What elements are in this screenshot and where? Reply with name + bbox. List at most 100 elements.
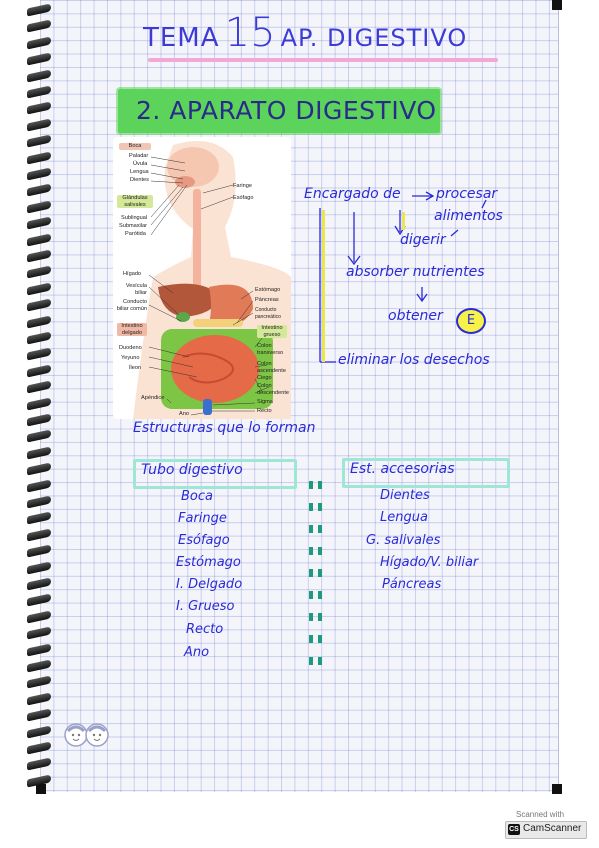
spiral-ring xyxy=(27,446,51,460)
accesoria-item: Dientes xyxy=(380,488,430,503)
accesoria-item: G. salivales xyxy=(366,533,441,548)
spiral-ring xyxy=(27,659,51,673)
spiral-ring xyxy=(27,183,51,197)
spiral-ring xyxy=(27,757,51,771)
spiral-ring xyxy=(27,118,51,132)
tubo-item: I. Grueso xyxy=(176,599,235,614)
label-estomago: Estómago xyxy=(255,287,281,293)
label-parotida: Parótida xyxy=(125,231,146,237)
camscanner-icon: CS xyxy=(508,824,520,835)
spiral-ring xyxy=(27,413,51,427)
label-dientes: Dientes xyxy=(130,177,149,183)
label-esofago: Esófago xyxy=(233,195,254,201)
spiral-ring xyxy=(27,429,51,443)
spiral-ring xyxy=(27,315,51,329)
label-faringe: Faringe xyxy=(233,183,252,189)
tubo-item: Faringe xyxy=(178,511,227,526)
column-separator-right xyxy=(318,481,332,671)
spiral-ring xyxy=(27,19,51,33)
section-banner: 2. APARATO DIGESTIVO xyxy=(118,89,440,133)
label-submaxilar: Submaxilar xyxy=(119,223,147,229)
spiral-ring xyxy=(27,577,51,591)
label-paladar: Paladar xyxy=(129,153,149,159)
accesoria-item: Hígado/V. biliar xyxy=(380,555,479,570)
spiral-ring xyxy=(27,692,51,706)
label-uvula: Úvula xyxy=(133,161,148,167)
spiral-ring xyxy=(27,151,51,165)
label-ano: Ano xyxy=(179,411,189,417)
tubo-header: Tubo digestivo xyxy=(141,462,243,478)
label-recto: Recto xyxy=(257,408,272,414)
spiral-ring xyxy=(27,708,51,722)
title-tema: TEMA xyxy=(143,23,220,53)
bracket-highlight xyxy=(322,210,325,362)
spiral-ring xyxy=(27,298,51,312)
page-corner-bottom xyxy=(552,784,562,794)
spiral-ring xyxy=(27,462,51,476)
accesorias-header-box xyxy=(342,458,510,488)
spiral-ring xyxy=(27,610,51,624)
digestive-organs-illustration xyxy=(133,141,291,419)
label-yeyuno: Yeyuno xyxy=(121,355,140,361)
tubo-item: Esófago xyxy=(178,533,230,548)
spiral-ring xyxy=(27,397,51,411)
note-alimentos: alimentos xyxy=(434,208,503,224)
energy-badge: E xyxy=(456,308,486,334)
tubo-item: I. Delgado xyxy=(176,577,243,592)
spiral-ring xyxy=(27,167,51,181)
digestive-system-diagram: Boca Paladar Úvula Lengua Dientes Glándu… xyxy=(113,137,291,419)
note-procesar: procesar xyxy=(436,186,498,202)
page-corner-bottom-left xyxy=(36,784,46,794)
note-encargado: Encargado de xyxy=(304,186,401,202)
tubo-item: Recto xyxy=(186,622,224,637)
label-colon-transverso: Colon transverso xyxy=(257,343,284,356)
page-title: TEMA 15 AP. DIGESTIVO xyxy=(143,10,467,56)
spiral-ring xyxy=(27,725,51,739)
spiral-ring xyxy=(27,495,51,509)
spiral-ring xyxy=(27,593,51,607)
spiral-ring xyxy=(27,69,51,83)
label-lengua: Lengua xyxy=(130,169,149,175)
spiral-ring xyxy=(27,380,51,394)
spiral-ring xyxy=(27,626,51,640)
spiral-ring xyxy=(27,233,51,247)
spiral-ring xyxy=(27,216,51,230)
tubo-header-box xyxy=(133,459,297,489)
boca-header: Boca xyxy=(119,143,151,150)
spiral-ring xyxy=(27,249,51,263)
label-pancreas: Páncreas xyxy=(255,297,279,303)
page-corner-top xyxy=(552,0,562,10)
spiral-ring xyxy=(27,544,51,558)
spiral-ring xyxy=(27,36,51,50)
note-eliminar: eliminar los desechos xyxy=(338,352,490,368)
spiral-ring xyxy=(27,200,51,214)
estructuras-heading: Estructuras que lo forman xyxy=(133,420,316,436)
spiral-ring xyxy=(27,643,51,657)
label-colon-descendente: Colon descendente xyxy=(257,383,290,396)
intestino-grueso-header: Intestino grueso xyxy=(257,325,287,338)
watermark-scanned-with: Scanned with xyxy=(516,810,565,819)
label-sublingual: Sublingual xyxy=(121,215,148,221)
section-title: 2. APARATO DIGESTIVO xyxy=(136,96,437,125)
title-number: 15 xyxy=(224,10,276,56)
spiral-ring xyxy=(27,479,51,493)
tubo-item: Ano xyxy=(184,645,210,660)
spiral-ring xyxy=(27,52,51,66)
tubo-item: Estómago xyxy=(176,555,241,570)
spiral-binding xyxy=(27,0,55,792)
spiral-ring xyxy=(27,675,51,689)
label-conducto-pancreatico: Conducto pancreático xyxy=(255,307,281,320)
spiral-ring xyxy=(27,101,51,115)
face-stickers xyxy=(64,723,109,747)
spiral-ring xyxy=(27,528,51,542)
label-higado: Hígado xyxy=(123,271,142,277)
spiral-ring xyxy=(27,265,51,279)
spiral-ring xyxy=(27,134,51,148)
spiral-ring xyxy=(27,364,51,378)
accesoria-item: Lengua xyxy=(380,510,428,525)
label-ciego: Ciego xyxy=(257,375,272,381)
camscanner-name: CamScanner xyxy=(523,823,582,834)
label-apendice: Apéndice xyxy=(141,395,165,401)
glandulas-header: Glándulas salivales xyxy=(117,195,153,208)
spiral-ring xyxy=(27,774,51,788)
